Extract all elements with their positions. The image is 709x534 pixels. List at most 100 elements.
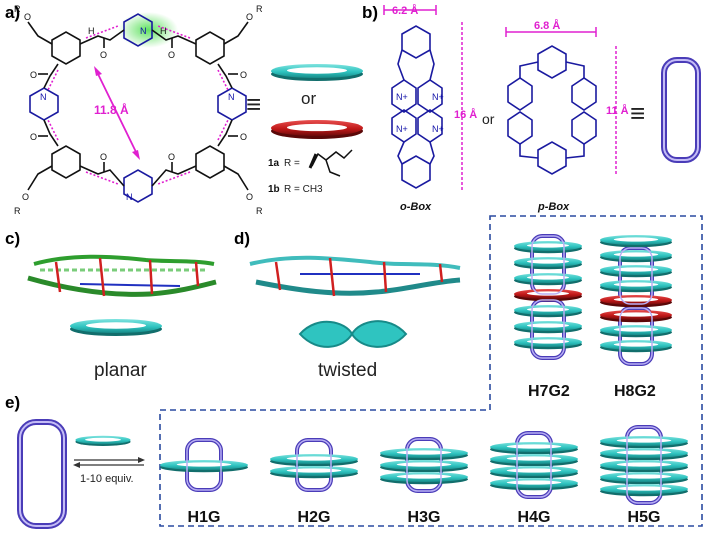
r-eq-1b: R = CH3 <box>284 184 323 195</box>
planar-molecule-model <box>27 254 217 297</box>
atom-label: O <box>246 192 253 202</box>
o-box-height: 16 Å <box>454 108 477 121</box>
o-box-structure <box>391 25 443 189</box>
atom-label: O <box>30 70 37 80</box>
arrow-head-icon <box>94 66 102 76</box>
host-box-highlight <box>626 426 662 504</box>
teal-ring <box>380 448 468 461</box>
red-ring <box>600 310 672 323</box>
atom-label: N <box>126 192 133 202</box>
p-box-width: 6.8 Å <box>534 19 560 32</box>
atom-label: O <box>100 50 107 60</box>
equiv-symbol-b: ≡ <box>630 98 645 128</box>
host-box-highlight <box>19 421 65 527</box>
teal-ring <box>514 273 582 286</box>
h8g2-label: H8G2 <box>614 383 656 400</box>
host-box-highlight <box>619 307 653 365</box>
pyridinium-label: N+ <box>432 92 444 102</box>
h7g2-stack <box>514 234 582 360</box>
atom-label: O <box>168 152 175 162</box>
teal-ring <box>490 442 578 455</box>
atom-label: O <box>168 50 175 60</box>
teal-ring <box>600 280 672 293</box>
host-box-highlight <box>296 439 332 491</box>
teal-ring-icon <box>271 64 363 81</box>
complex-h4g: H4G <box>490 431 578 526</box>
o-box-width: 6.2 Å <box>392 4 418 17</box>
teal-ring <box>600 472 688 485</box>
macrocycle-distance: 11.8 Å <box>94 102 129 117</box>
atom-label: R <box>14 206 21 216</box>
equiv-arrow-label: 1-10 equiv. <box>80 473 134 485</box>
box-icon-highlight <box>663 59 699 161</box>
atom-label: O <box>30 132 37 142</box>
teal-ring <box>600 448 688 461</box>
atom-label: O <box>22 192 29 202</box>
r-eq-1a: R = <box>284 158 300 169</box>
p-box-height: 11 Å <box>606 104 629 117</box>
atom-label: O <box>24 12 31 22</box>
bond-wedge <box>308 153 318 169</box>
panel-label-b: b) <box>362 3 378 22</box>
teal-ring <box>514 305 582 318</box>
teal-ring <box>514 257 582 270</box>
h7g2-label: H7G2 <box>528 383 570 400</box>
planar-caption: planar <box>94 360 147 381</box>
complex-label: H3G <box>408 509 441 526</box>
macrocycle-structure: O O R R H N N O O O O O O R R O O O O N … <box>14 4 263 216</box>
teal-ring <box>380 472 468 485</box>
teal-ring <box>490 454 578 467</box>
pyridinium-label: N+ <box>432 124 444 134</box>
h8g2-stack <box>600 235 672 366</box>
atom-label: R <box>256 206 263 216</box>
teal-ring <box>490 478 578 491</box>
atom-label: O <box>246 12 253 22</box>
atom-label: H <box>88 26 95 36</box>
atom-label: O <box>100 152 107 162</box>
complex-h2g: H2G <box>270 438 358 526</box>
arrow-head-icon <box>73 462 80 468</box>
planar-ring-icon <box>70 319 162 336</box>
teal-ring <box>600 235 672 248</box>
teal-ring <box>514 321 582 334</box>
dashed-region-border <box>159 215 703 527</box>
label-1b: 1b <box>268 184 280 195</box>
panel-label-a: a) <box>5 3 20 22</box>
complex-h5g: H5G <box>600 425 688 526</box>
atom-label: O <box>240 132 247 142</box>
twisted-molecule-model <box>249 255 461 297</box>
atom-label: H <box>160 26 167 36</box>
hydrogen-highlight <box>118 12 178 48</box>
complex-label: H5G <box>628 509 661 526</box>
teal-ring <box>270 466 358 479</box>
complex-label: H4G <box>518 509 551 526</box>
arrow-head-icon <box>138 457 145 463</box>
or-text-a: or <box>301 89 316 108</box>
panel-label-c: c) <box>5 229 20 248</box>
host-box-icon <box>17 419 67 529</box>
label-1a: 1a <box>268 158 280 169</box>
teal-ring <box>160 460 248 473</box>
arrow-head-icon <box>132 150 140 160</box>
host-box-highlight <box>531 299 565 359</box>
teal-ring <box>600 460 688 473</box>
p-box-label: p-Box <box>537 201 570 213</box>
red-ring <box>600 295 672 308</box>
teal-ring <box>380 460 468 473</box>
twisted-ring-icon <box>298 320 408 348</box>
panel-label-e: e) <box>5 393 20 412</box>
complex-h3g: H3G <box>380 437 468 526</box>
distance-arrow <box>97 73 137 153</box>
teal-ring <box>600 265 672 278</box>
teal-ring <box>600 340 672 353</box>
red-ring-icon <box>271 120 363 139</box>
p-box-structure <box>507 45 597 175</box>
host-box-highlight <box>531 235 565 295</box>
teal-ring <box>600 484 688 497</box>
host-box-highlight <box>186 439 222 491</box>
teal-ring <box>490 466 578 479</box>
atom-label: N <box>228 92 235 102</box>
